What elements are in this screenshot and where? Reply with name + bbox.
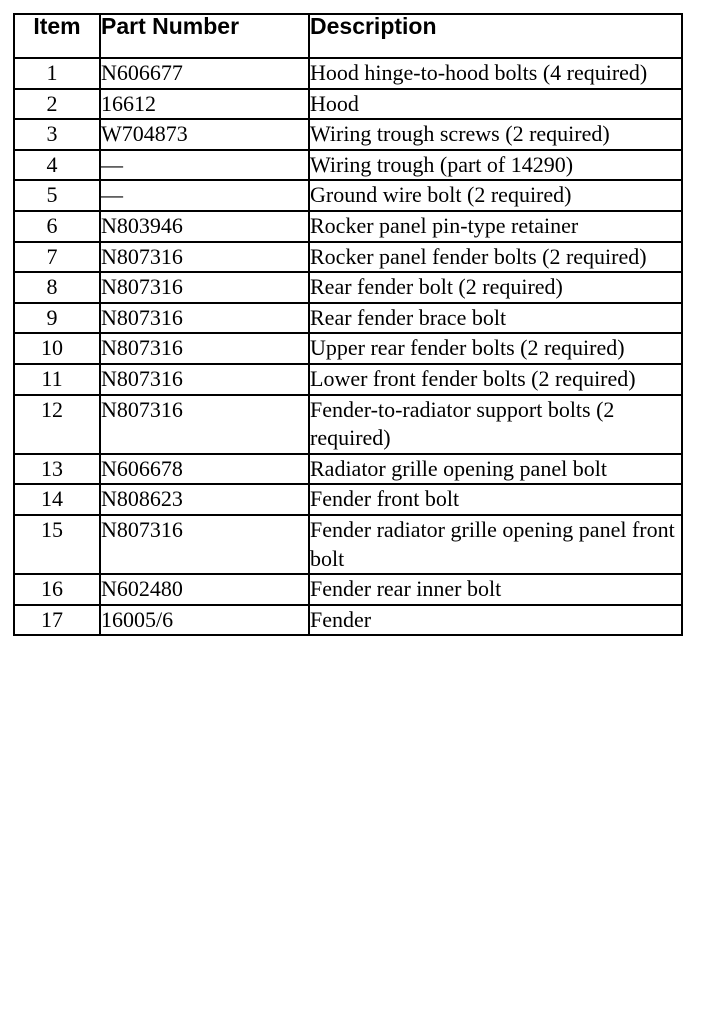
- cell-item: 1: [13, 57, 101, 90]
- cell-part-number: N807316: [99, 513, 310, 576]
- cell-part-number: 16005/6: [99, 603, 310, 637]
- column-header-description: Description: [308, 13, 683, 59]
- cell-part-number: N606677: [99, 57, 310, 90]
- cell-description: Rocker panel fender bolts (2 required): [308, 240, 683, 274]
- cell-part-number: N606678: [99, 452, 310, 486]
- cell-item: 17: [13, 603, 101, 637]
- cell-item: 3: [13, 118, 101, 151]
- cell-description: Radiator grille opening panel bolt: [308, 452, 683, 486]
- header-row: Item Part Number Description: [13, 13, 683, 59]
- cell-item: 2: [13, 87, 101, 121]
- cell-part-number: N808623: [99, 483, 310, 516]
- cell-part-number: N807316: [99, 362, 310, 396]
- cell-description: Fender: [308, 603, 683, 637]
- cell-part-number: N807316: [99, 240, 310, 274]
- column-header-part-number: Part Number: [99, 13, 310, 59]
- cell-item: 4: [13, 148, 101, 182]
- cell-description: Ground wire bolt (2 required): [308, 179, 683, 212]
- cell-part-number: N807316: [99, 301, 310, 335]
- cell-part-number: W704873: [99, 118, 310, 151]
- cell-item: 12: [13, 393, 101, 455]
- cell-description: Rocker panel pin-type retainer: [308, 209, 683, 243]
- cell-description: Lower front fender bolts (2 required): [308, 362, 683, 396]
- cell-item: 8: [13, 271, 101, 304]
- table-row: 4—Wiring trough (part of 14290): [13, 148, 683, 182]
- cell-part-number: N807316: [99, 332, 310, 365]
- cell-description: Wiring trough (part of 14290): [308, 148, 683, 182]
- cell-item: 13: [13, 452, 101, 486]
- cell-item: 16: [13, 573, 101, 606]
- cell-description: Upper rear fender bolts (2 required): [308, 332, 683, 365]
- table-row: 5—Ground wire bolt (2 required): [13, 179, 683, 212]
- cell-description: Fender rear inner bolt: [308, 573, 683, 606]
- cell-part-number: —: [99, 148, 310, 182]
- cell-item: 11: [13, 362, 101, 396]
- cell-item: 6: [13, 209, 101, 243]
- cell-description: Hood: [308, 87, 683, 121]
- cell-description: Wiring trough screws (2 required): [308, 118, 683, 151]
- cell-description: Hood hinge-to-hood bolts (4 required): [308, 57, 683, 90]
- cell-description: Fender radiator grille opening panel fro…: [308, 513, 683, 576]
- cell-part-number: N807316: [99, 393, 310, 455]
- cell-item: 7: [13, 240, 101, 274]
- cell-item: 9: [13, 301, 101, 335]
- cell-part-number: N602480: [99, 573, 310, 606]
- cell-item: 5: [13, 179, 101, 212]
- cell-part-number: —: [99, 179, 310, 212]
- cell-part-number: N803946: [99, 209, 310, 243]
- cell-description: Rear fender bolt (2 required): [308, 271, 683, 304]
- cell-item: 10: [13, 332, 101, 365]
- cell-part-number: 16612: [99, 87, 310, 121]
- table-header: Item Part Number Description: [13, 13, 683, 59]
- cell-description: Rear fender brace bolt: [308, 301, 683, 335]
- cell-part-number: N807316: [99, 271, 310, 304]
- column-header-item: Item: [13, 13, 101, 59]
- cell-description: Fender-to-radiator support bolts (2 requ…: [308, 393, 683, 455]
- cell-description: Fender front bolt: [308, 483, 683, 516]
- cell-item: 14: [13, 483, 101, 516]
- cell-item: 15: [13, 513, 101, 576]
